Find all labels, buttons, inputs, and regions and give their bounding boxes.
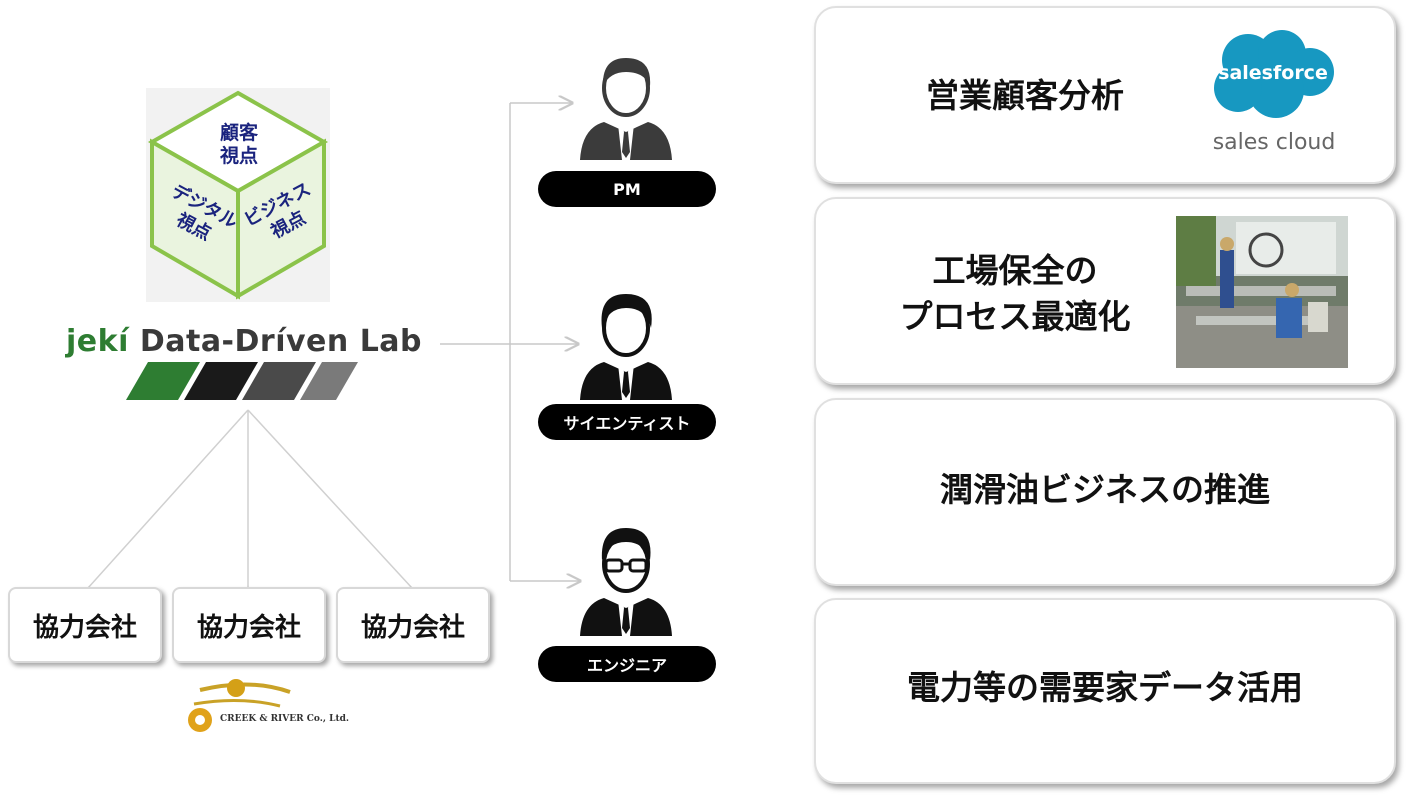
card-title-factory-line-1: 工場保全の	[932, 251, 1098, 290]
connector-to-partner-1	[87, 409, 249, 589]
card-title-power: 電力等の需要家データ活用	[907, 668, 1303, 707]
role-label: エンジニア	[586, 656, 667, 675]
use-case-card-power	[814, 598, 1396, 784]
sales-cloud-caption: sales cloud	[1212, 130, 1336, 155]
salesforce-cloud-icon	[1214, 30, 1334, 118]
role-label: PM	[613, 179, 641, 199]
lab-stripes-logo	[126, 362, 358, 400]
creek-river-logo: CREEK & RIVER Co., Ltd.	[180, 670, 349, 738]
lab-brand: jekí	[66, 324, 129, 359]
partner-label: 協力会社	[32, 612, 137, 643]
card-title-lubricant: 潤滑油ビジネスの推進	[940, 470, 1270, 509]
factory-maintenance-photo	[1176, 216, 1348, 368]
role-pill-engineer: エンジニア	[538, 646, 716, 682]
pm-person-icon	[580, 58, 672, 160]
partner-box-3: 協力会社	[336, 587, 490, 663]
role-pill-scientist: サイエンティスト	[538, 404, 716, 440]
card-title-factory-line-2: プロセス最適化	[899, 297, 1131, 336]
role-pill-pm: PM	[538, 171, 716, 207]
cube-top-line-2: 視点	[219, 145, 258, 167]
cube-shape	[146, 88, 330, 302]
partner-label: 協力会社	[360, 612, 465, 643]
use-case-card-lubricant	[814, 398, 1396, 586]
lab-name: jekí Data-Dríven Lab	[66, 324, 422, 359]
lab-title: Data-Dríven Lab	[139, 324, 423, 359]
salesforce-logo-text: salesforce	[1218, 62, 1328, 84]
creek-river-text: CREEK & RIVER Co., Ltd.	[220, 714, 350, 724]
card-title-sales: 営業顧客分析	[926, 76, 1124, 115]
connector-to-partner-3	[247, 409, 413, 589]
partner-box-1: 協力会社	[8, 587, 162, 663]
cube-top-line-1: 顧客	[219, 122, 258, 144]
partner-box-2: 協力会社	[172, 587, 326, 663]
partner-label: 協力会社	[196, 612, 301, 643]
engineer-person-icon	[580, 528, 672, 636]
perspective-cube: 顧客 視点 デジタル 視点 ビジネス 視点	[146, 88, 330, 302]
cube-top-label: 顧客 視点	[204, 122, 274, 168]
card-title-factory: 工場保全の プロセス最適化	[880, 248, 1150, 340]
creek-river-emblem	[188, 679, 291, 732]
scientist-person-icon	[580, 294, 672, 400]
role-label: サイエンティスト	[563, 414, 691, 433]
